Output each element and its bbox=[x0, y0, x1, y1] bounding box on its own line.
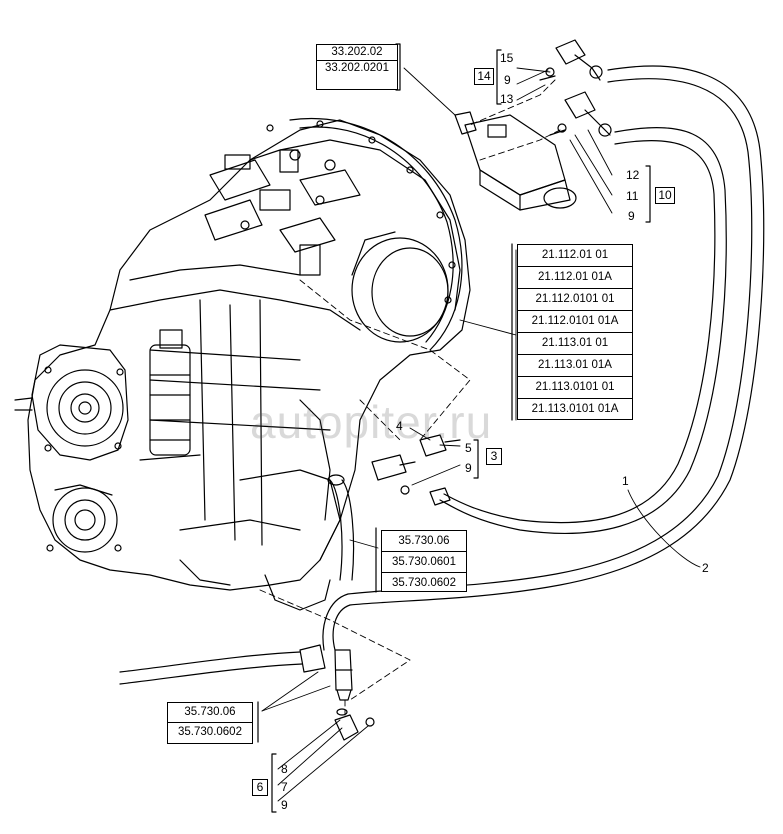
assembly-14-box: 14 bbox=[474, 68, 494, 85]
callout-7: 7 bbox=[281, 780, 288, 794]
shift-tower bbox=[139, 329, 201, 461]
callout-9-right: 9 bbox=[628, 209, 635, 223]
assembly-6-box: 6 bbox=[252, 779, 268, 796]
mid-fittings bbox=[371, 434, 461, 506]
callout-11: 11 bbox=[626, 189, 639, 203]
lower-pto bbox=[46, 484, 122, 553]
callout-8: 8 bbox=[281, 762, 288, 776]
ref-21-113-0101-01a: 21.113.0101 01A bbox=[531, 403, 619, 415]
reference-box-33-202: 33.202.02 33.202.0201 bbox=[316, 44, 398, 90]
callout-13: 13 bbox=[500, 92, 514, 106]
hose-line-1 bbox=[322, 65, 765, 651]
ref-21-112-01-01a: 21.112.01 01A bbox=[518, 267, 632, 289]
leader-lines bbox=[261, 67, 701, 802]
ref-35-730-0602: 35.730.0602 bbox=[392, 577, 456, 589]
ref-21-113-0101-01: 21.113.0101 01 bbox=[518, 377, 632, 399]
upper-fittings bbox=[539, 39, 612, 137]
reference-box-21-112: 21.112.01 01 21.112.01 01A 21.112.0101 0… bbox=[517, 244, 633, 420]
installation-lines bbox=[259, 79, 561, 716]
ref-21-112-0101-01a: 21.112.0101 01A bbox=[518, 311, 632, 333]
assembly-10-box: 10 bbox=[655, 187, 675, 204]
callout-1: 1 bbox=[622, 474, 629, 488]
lower-hose bbox=[119, 644, 326, 685]
clutch-flange bbox=[266, 117, 463, 351]
reference-box-35-730: 35.730.06 35.730.0601 35.730.0602 bbox=[381, 530, 467, 592]
ref-35-730-06-lower: 35.730.06 bbox=[168, 703, 252, 723]
side-hose bbox=[327, 474, 355, 581]
callout-5: 5 bbox=[465, 441, 472, 455]
bottom-fittings bbox=[334, 649, 375, 741]
callout-12: 12 bbox=[626, 168, 640, 182]
callout-4: 4 bbox=[396, 419, 403, 433]
ref-35-730-06: 35.730.06 bbox=[382, 531, 466, 552]
oil-filter bbox=[351, 231, 449, 343]
reference-box-35-730-lower: 35.730.06 35.730.0602 bbox=[167, 702, 253, 744]
solenoid-valve bbox=[454, 111, 577, 211]
hose-line-2 bbox=[439, 126, 727, 534]
callout-2: 2 bbox=[702, 561, 709, 575]
watermark: autopiter.ru bbox=[250, 396, 493, 448]
ref-21-113-01-01: 21.113.01 01 bbox=[518, 333, 632, 355]
ref-33-202-02: 33.202.02 bbox=[317, 45, 397, 61]
ref-33-202-0201: 33.202.0201 bbox=[325, 62, 389, 74]
ref-35-730-0601: 35.730.0601 bbox=[382, 552, 466, 573]
ref-35-730-0602-lower: 35.730.0602 bbox=[178, 726, 242, 738]
callout-15: 15 bbox=[500, 51, 514, 65]
callout-9-bottom: 9 bbox=[281, 798, 288, 812]
valve-block bbox=[204, 149, 361, 276]
ref-21-112-0101-01: 21.112.0101 01 bbox=[518, 289, 632, 311]
rear-housing bbox=[14, 344, 129, 461]
ref-21-113-01-01a: 21.113.01 01A bbox=[518, 355, 632, 377]
ref-21-112-01-01: 21.112.01 01 bbox=[518, 245, 632, 267]
transmission-housing bbox=[27, 119, 471, 611]
callout-9-mid: 9 bbox=[465, 461, 472, 475]
callout-9-top: 9 bbox=[504, 73, 511, 87]
assembly-3-box: 3 bbox=[486, 448, 502, 465]
